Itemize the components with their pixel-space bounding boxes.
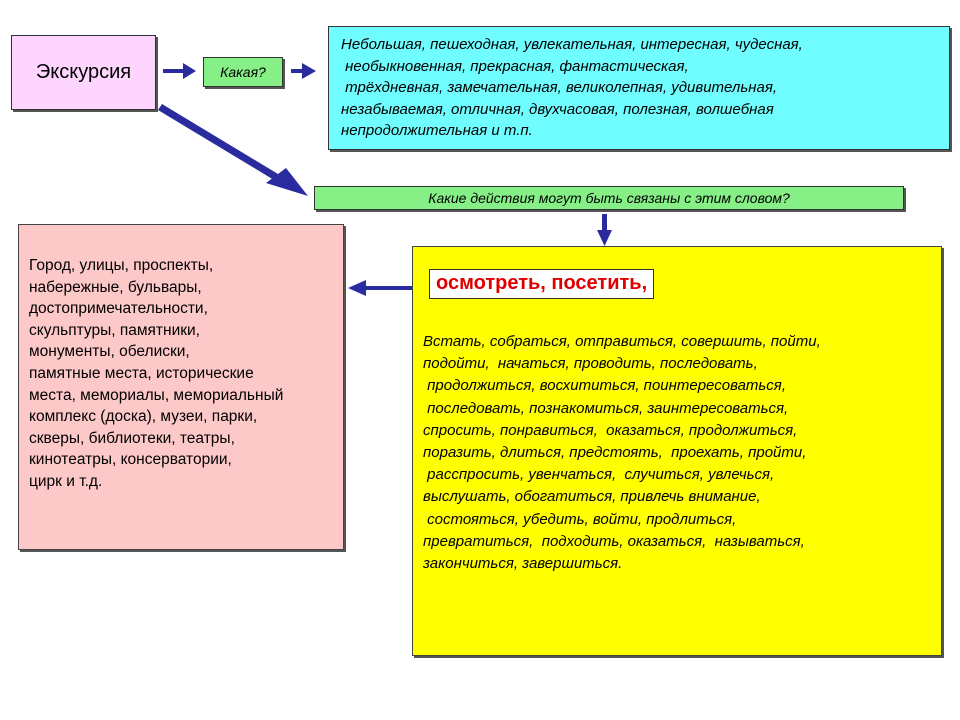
- adjectives-line: незабываемая, отличная, двухчасовая, пол…: [341, 100, 774, 118]
- adjectives-line: необыкновенная, прекрасная, фантастическ…: [341, 57, 689, 75]
- arrow-question2-to-verbs: [597, 214, 612, 246]
- places-line: места, мемориалы, мемориальный: [29, 386, 284, 404]
- places-line: цирк и т.д.: [29, 472, 103, 490]
- verbs-line: превратиться, подходить, оказаться, назы…: [423, 532, 805, 550]
- adjectives-line: Небольшая, пешеходная, увлекательная, ин…: [341, 36, 803, 53]
- places-line: набережные, бульвары,: [29, 278, 202, 296]
- arrow-verbs-to-places: [348, 280, 426, 296]
- verbs-line: состояться, убедить, войти, продлиться,: [423, 510, 737, 528]
- adjectives-line: трёхдневная, замечательная, великолепная…: [341, 79, 778, 96]
- question-actions-box: Какие действия могут быть связаны с этим…: [314, 186, 904, 210]
- arrow-question1-to-adjectives: [291, 63, 316, 79]
- verbs-line: последовать, познакомиться, заинтересова…: [423, 399, 789, 417]
- places-box: Город, улицы, проспекты, набережные, бул…: [18, 224, 344, 550]
- arrow-main-to-question1: [163, 63, 196, 79]
- places-line: кинотеатры, консерватории,: [29, 451, 232, 469]
- verbs-box: осмотреть, посетить, Встать, собраться, …: [412, 246, 942, 656]
- verbs-line: закончиться, завершиться.: [423, 555, 623, 573]
- verbs-line: поразить, длиться, предстоять, проехать,…: [423, 444, 807, 462]
- verbs-line: выслушать, обогатиться, привлечь внимани…: [423, 488, 761, 506]
- places-line: скверы, библиотеки, театры,: [29, 429, 235, 447]
- places-line: скульптуры, памятники,: [29, 321, 200, 339]
- places-line: достопримечательности,: [29, 300, 208, 318]
- excursion-label: Экскурсия: [35, 61, 132, 83]
- excursion-box: Экскурсия: [11, 35, 156, 110]
- verbs-line: спросить, понравиться, оказаться, продол…: [423, 421, 798, 439]
- places-line: монументы, обелиски,: [29, 343, 190, 361]
- adjectives-line: непродолжительная и т.п.: [341, 122, 533, 139]
- question-which-box: Какая?: [203, 57, 283, 87]
- verbs-line: продолжиться, восхититься, поинтересоват…: [423, 377, 786, 395]
- question-actions-label: Какие действия могут быть связаны с этим…: [428, 190, 790, 206]
- highlight-verbs: осмотреть, посетить,: [429, 269, 655, 299]
- adjectives-box: Небольшая, пешеходная, увлекательная, ин…: [328, 26, 950, 150]
- verbs-line: расспросить, увенчаться, случиться, увле…: [423, 466, 775, 484]
- question-which-label: Какая?: [220, 64, 266, 80]
- arrow-main-to-question2: [158, 104, 308, 196]
- verbs-list: Встать, собраться, отправиться, совершит…: [423, 331, 821, 575]
- places-line: Город, улицы, проспекты,: [29, 257, 214, 274]
- verbs-line: Встать, собраться, отправиться, совершит…: [423, 333, 821, 350]
- places-line: комплекс (доска), музеи, парки,: [29, 408, 258, 426]
- places-line: памятные места, исторические: [29, 364, 254, 382]
- verbs-line: подойти, начаться, проводить, последоват…: [423, 355, 758, 373]
